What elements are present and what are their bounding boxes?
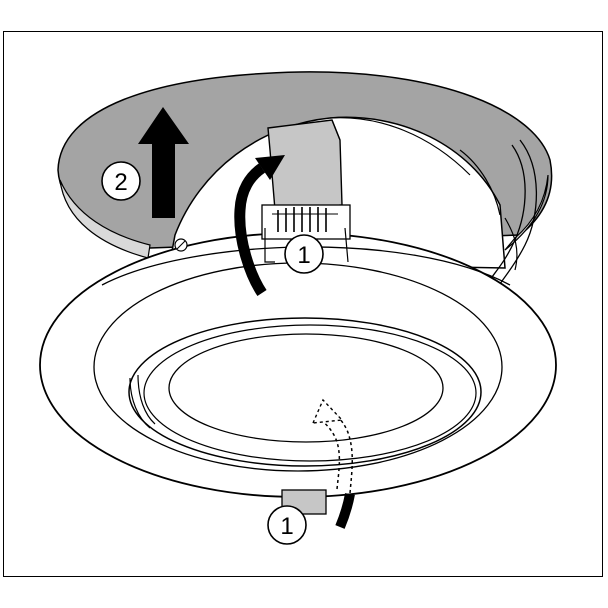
dotted-arrow-icon [311, 398, 353, 494]
callout-step-1-bottom: 1 [267, 505, 307, 545]
curved-arrow-icon [234, 155, 285, 297]
svg-text:1: 1 [280, 513, 293, 540]
callout-step-1-clip: 1 [284, 234, 324, 274]
svg-text:1: 1 [297, 242, 310, 269]
lens-assembly [128, 317, 482, 467]
bottom-curved-arrow-icon [335, 493, 355, 529]
top-spring-clip [261, 119, 351, 263]
svg-text:2: 2 [114, 169, 127, 196]
callout-step-2-lift: 2 [101, 161, 141, 201]
up-arrow-icon [138, 107, 189, 218]
